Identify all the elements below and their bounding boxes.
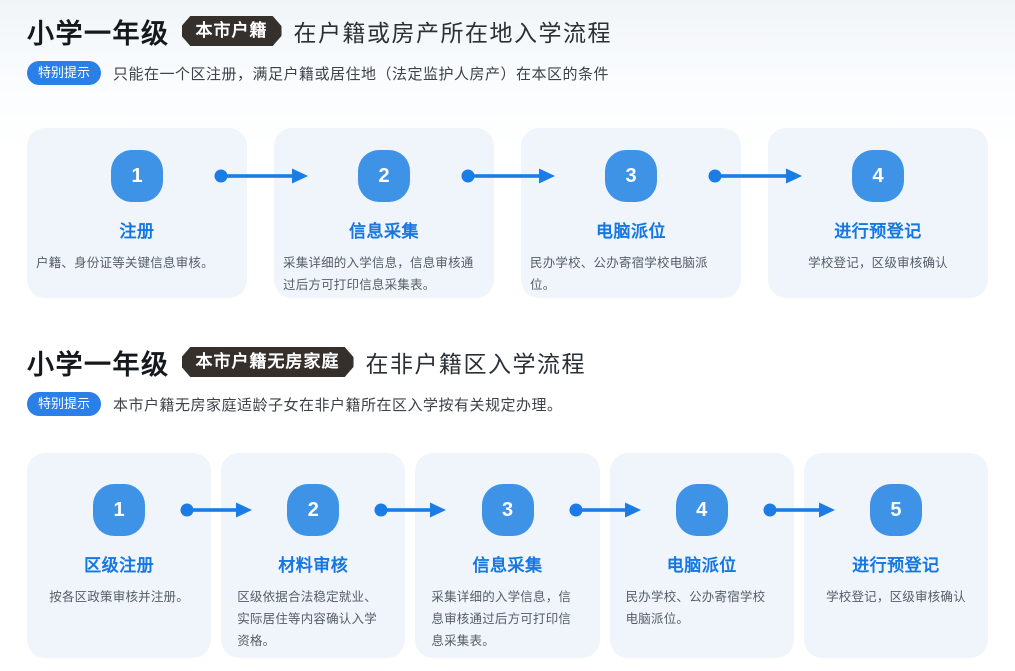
step-card: 2 材料审核 区级依据合法稳定就业、实际居住等内容确认入学资格。 — [221, 453, 406, 658]
step-number-badge: 3 — [605, 150, 657, 202]
step-number-badge: 5 — [869, 484, 922, 536]
tip-text: 本市户籍无房家庭适龄子女在非户籍所在区入学按有关规定办理。 — [113, 396, 563, 414]
step-number-badge: 4 — [675, 484, 728, 536]
step-description: 采集详细的入学信息，信息审核通过后方可打印信息采集表。 — [283, 256, 474, 292]
step-card: 3 电脑派位 民办学校、公办寄宿学校电脑派位。 — [521, 128, 741, 298]
step-number-badge: 4 — [852, 150, 904, 202]
step-number-badge: 1 — [93, 484, 146, 536]
section-header: 小学一年级 本市户籍无房家庭 在非户籍区入学流程 — [27, 345, 988, 380]
step-card: 5 进行预登记 学校登记，区级审核确认 — [803, 453, 989, 658]
step-card: 4 进行预登记 学校登记，区级审核确认 — [768, 128, 988, 298]
flow-section: 小学一年级 本市户籍无房家庭 在非户籍区入学流程 特别提示 本市户籍无房家庭适龄… — [27, 345, 989, 658]
flow-title: 在户籍或房产所在地入学流程 — [293, 20, 612, 46]
step-card: 1 注册 户籍、身份证等关键信息审核。 — [27, 128, 247, 298]
flow-title: 在非户籍区入学流程 — [365, 351, 586, 377]
step-number-badge: 1 — [111, 150, 163, 202]
grade-title: 小学一年级 — [27, 18, 170, 49]
tip-row: 特别提示 只能在一个区注册，满足户籍或居住地（法定监护人房产）在本区的条件 — [27, 61, 988, 85]
step-title: 区级注册 — [84, 556, 155, 575]
step-title: 注册 — [119, 222, 155, 241]
flow-section: 小学一年级 本市户籍 在户籍或房产所在地入学流程 特别提示 只能在一个区注册，满… — [27, 14, 988, 298]
step-description: 民办学校、公办寄宿学校电脑派位。 — [530, 256, 708, 292]
step-card: 2 信息采集 采集详细的入学信息，信息审核通过后方可打印信息采集表。 — [274, 128, 494, 298]
tip-row: 特别提示 本市户籍无房家庭适龄子女在非户籍所在区入学按有关规定办理。 — [27, 392, 988, 416]
step-description: 按各区政策审核并注册。 — [49, 590, 189, 604]
tip-text: 只能在一个区注册，满足户籍或居住地（法定监护人房产）在本区的条件 — [113, 65, 610, 83]
step-title: 信息采集 — [349, 222, 419, 241]
flow-row: 1 注册 户籍、身份证等关键信息审核。 2 信息采集 采集详细的入学信息，信息审… — [27, 128, 988, 298]
step-title: 电脑派位 — [666, 556, 737, 575]
sections: 小学一年级 本市户籍 在户籍或房产所在地入学流程 特别提示 只能在一个区注册，满… — [27, 14, 989, 658]
step-card: 4 电脑派位 民办学校、公办寄宿学校电脑派位。 — [609, 453, 794, 658]
step-title: 信息采集 — [472, 556, 543, 575]
step-title: 进行预登记 — [852, 556, 940, 575]
step-card: 1 区级注册 按各区政策审核并注册。 — [27, 453, 212, 658]
tip-badge: 特别提示 — [27, 61, 102, 85]
step-description: 区级依据合法稳定就业、实际居住等内容确认入学资格。 — [237, 590, 377, 648]
household-type-badge: 本市户籍 — [182, 16, 282, 46]
step-description: 采集详细的入学信息，信息审核通过后方可打印信息采集表。 — [431, 590, 572, 648]
flow-row: 1 区级注册 按各区政策审核并注册。 2 材料审核 区级依据合法稳定就业、实际居… — [27, 453, 989, 658]
step-number-badge: 3 — [481, 484, 534, 536]
step-description: 学校登记，区级审核确认 — [808, 256, 948, 270]
step-description: 学校登记，区级审核确认 — [826, 590, 966, 604]
tip-badge: 特别提示 — [27, 392, 102, 416]
step-title: 进行预登记 — [834, 222, 922, 241]
step-card: 3 信息采集 采集详细的入学信息，信息审核通过后方可打印信息采集表。 — [415, 453, 600, 658]
step-title: 材料审核 — [278, 556, 349, 575]
step-description: 户籍、身份证等关键信息审核。 — [36, 256, 214, 270]
step-number-badge: 2 — [287, 484, 340, 536]
step-title: 电脑派位 — [596, 222, 666, 241]
step-number-badge: 2 — [358, 150, 410, 202]
household-type-badge: 本市户籍无房家庭 — [182, 347, 354, 377]
step-description: 民办学校、公办寄宿学校电脑派位。 — [625, 590, 766, 626]
grade-title: 小学一年级 — [27, 349, 170, 380]
section-header: 小学一年级 本市户籍 在户籍或房产所在地入学流程 — [27, 14, 988, 49]
